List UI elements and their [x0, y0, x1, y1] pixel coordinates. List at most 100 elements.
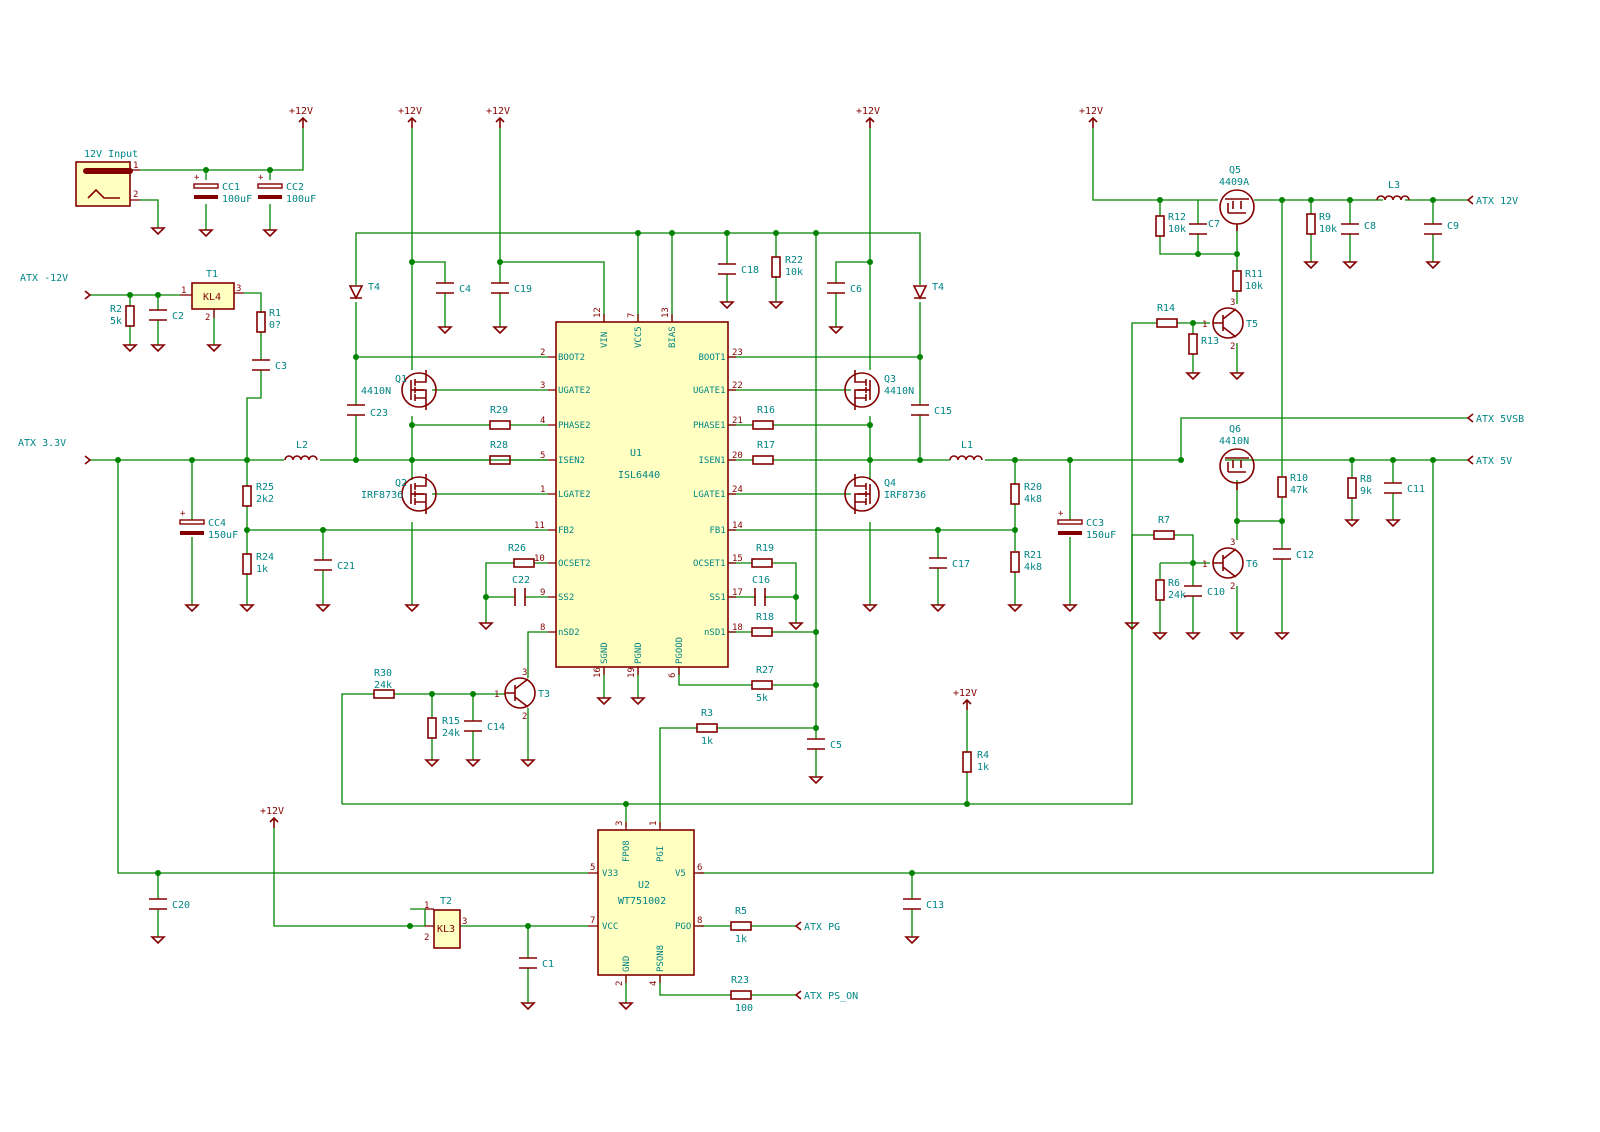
resistor-ref: R18 — [756, 612, 774, 623]
resistor-ref: R16 — [757, 405, 775, 416]
u2-pin-name: FPO8 — [622, 840, 632, 862]
t2-pin1: 1 — [424, 901, 429, 911]
power-12v-label: +12V — [486, 106, 510, 117]
net-label-atx-pson: ATX PS_ON — [794, 990, 858, 1002]
net-label-atx-5v: ATX 5V — [1466, 455, 1512, 467]
ground-symbol — [1124, 622, 1140, 631]
net-label-text: ATX 5V — [1476, 456, 1512, 467]
resistor-value: 24k — [1168, 590, 1186, 601]
u1-pin-name: BOOT1 — [699, 353, 726, 363]
ground-symbol — [150, 344, 166, 353]
power-12v-label: +12V — [856, 106, 880, 117]
resistor-value: 10k — [1319, 224, 1337, 235]
resistor-ref: R19 — [756, 543, 774, 554]
capacitor-ref: C23 — [370, 408, 388, 419]
ground-symbol — [262, 229, 278, 238]
t1-pin1: 1 — [181, 286, 186, 296]
junctions — [115, 167, 1436, 929]
ground-symbol — [1062, 604, 1078, 613]
u2-wt751002: U2 WT751002 5V336V57VCC8PGO3FPO81PGI2GND… — [588, 821, 704, 986]
u1-pin-name: ISEN1 — [699, 456, 726, 466]
power-12v-label: +12V — [1079, 106, 1103, 117]
u1-pin-name: LGATE2 — [558, 490, 591, 500]
polarity-plus-icon: + — [1058, 509, 1064, 519]
u2-pin-number: 5 — [590, 863, 595, 873]
electrolytic-ref: CC1 — [222, 182, 240, 193]
t2-pin3: 3 — [462, 917, 467, 927]
ground-symbol — [768, 301, 784, 310]
inductor-l2: L2 — [284, 440, 318, 461]
u1-pin-number: 9 — [540, 588, 545, 598]
mosfet-ref: Q6 — [1229, 424, 1241, 435]
capacitor-c6: C6 — [827, 282, 862, 295]
resistor-ref: R29 — [490, 405, 508, 416]
resistor-r1: R10? — [256, 308, 281, 333]
electrolytic-ref: CC4 — [208, 518, 226, 529]
ground-symbol — [198, 229, 214, 238]
passive-components: R10?R25kR31kR41kR51kR624kR7R89kR910kR104… — [110, 173, 1459, 1014]
u1-pin-number: 23 — [732, 348, 743, 358]
power-12v-symbol: +12V — [260, 806, 284, 828]
u1-pin-number: 10 — [534, 554, 545, 564]
u1-pin-name: UGATE2 — [558, 386, 591, 396]
capacitor-c18: C18 — [718, 263, 759, 276]
resistor-value: 10k — [1168, 224, 1186, 235]
capacitor-c1: C1 — [519, 957, 554, 970]
u1-pin-number: 20 — [732, 451, 743, 461]
ground-symbol — [1274, 632, 1290, 641]
capacitor-c20: C20 — [149, 898, 190, 911]
u2-value: WT751002 — [618, 896, 666, 907]
resistor-ref: R21 — [1024, 550, 1042, 561]
resistor-ref: R27 — [756, 665, 774, 676]
resistor-ref: R14 — [1157, 303, 1175, 314]
resistor-value: 47k — [1290, 485, 1308, 496]
capacitor-ref: C8 — [1364, 221, 1376, 232]
resistor-ref: R7 — [1158, 515, 1170, 526]
ground-symbol — [478, 622, 494, 631]
ground-symbol — [1229, 372, 1245, 381]
resistor-value: 5k — [110, 316, 122, 327]
ground-symbol — [1007, 604, 1023, 613]
transistor-pin3: 3 — [522, 668, 527, 678]
ground-symbol — [1344, 519, 1360, 528]
power-12v-label: +12V — [260, 806, 284, 817]
u1-pin-name: BIAS — [668, 326, 678, 348]
u1-pin-name: FB2 — [558, 526, 574, 536]
u1-pin-number: 21 — [732, 416, 743, 426]
mosfet-value: 4409A — [1219, 177, 1249, 188]
capacitor-ref: C6 — [850, 284, 862, 295]
capacitor-c3: C3 — [252, 359, 287, 372]
resistor-value: 100 — [735, 1003, 753, 1014]
capacitor-c5: C5 — [807, 738, 842, 751]
u2-pin-number: 2 — [615, 981, 625, 986]
ground-symbol — [1185, 632, 1201, 641]
ground-symbol — [1385, 519, 1401, 528]
t1-pin2: 2 — [205, 313, 210, 323]
u1-pin-number: 4 — [540, 416, 545, 426]
capacitor-ref: C13 — [926, 900, 944, 911]
capacitor-c13: C13 — [903, 898, 944, 911]
resistor-ref: R28 — [490, 440, 508, 451]
u1-pin-number: 2 — [540, 348, 545, 358]
ground-symbol — [492, 326, 508, 335]
ground-symbol — [828, 326, 844, 335]
u1-pin-number: 22 — [732, 381, 743, 391]
resistor-ref: R2 — [110, 304, 122, 315]
transistor-pin1: 1 — [494, 690, 499, 700]
u2-body — [597, 829, 695, 976]
u1-pin-number: 3 — [540, 381, 545, 391]
ground-symbol — [239, 604, 255, 613]
electrolytic-value: 150uF — [1086, 530, 1116, 541]
u1-pin-number: 6 — [668, 673, 678, 678]
resistor-value: 24k — [442, 728, 460, 739]
ground-symbol — [122, 344, 138, 353]
